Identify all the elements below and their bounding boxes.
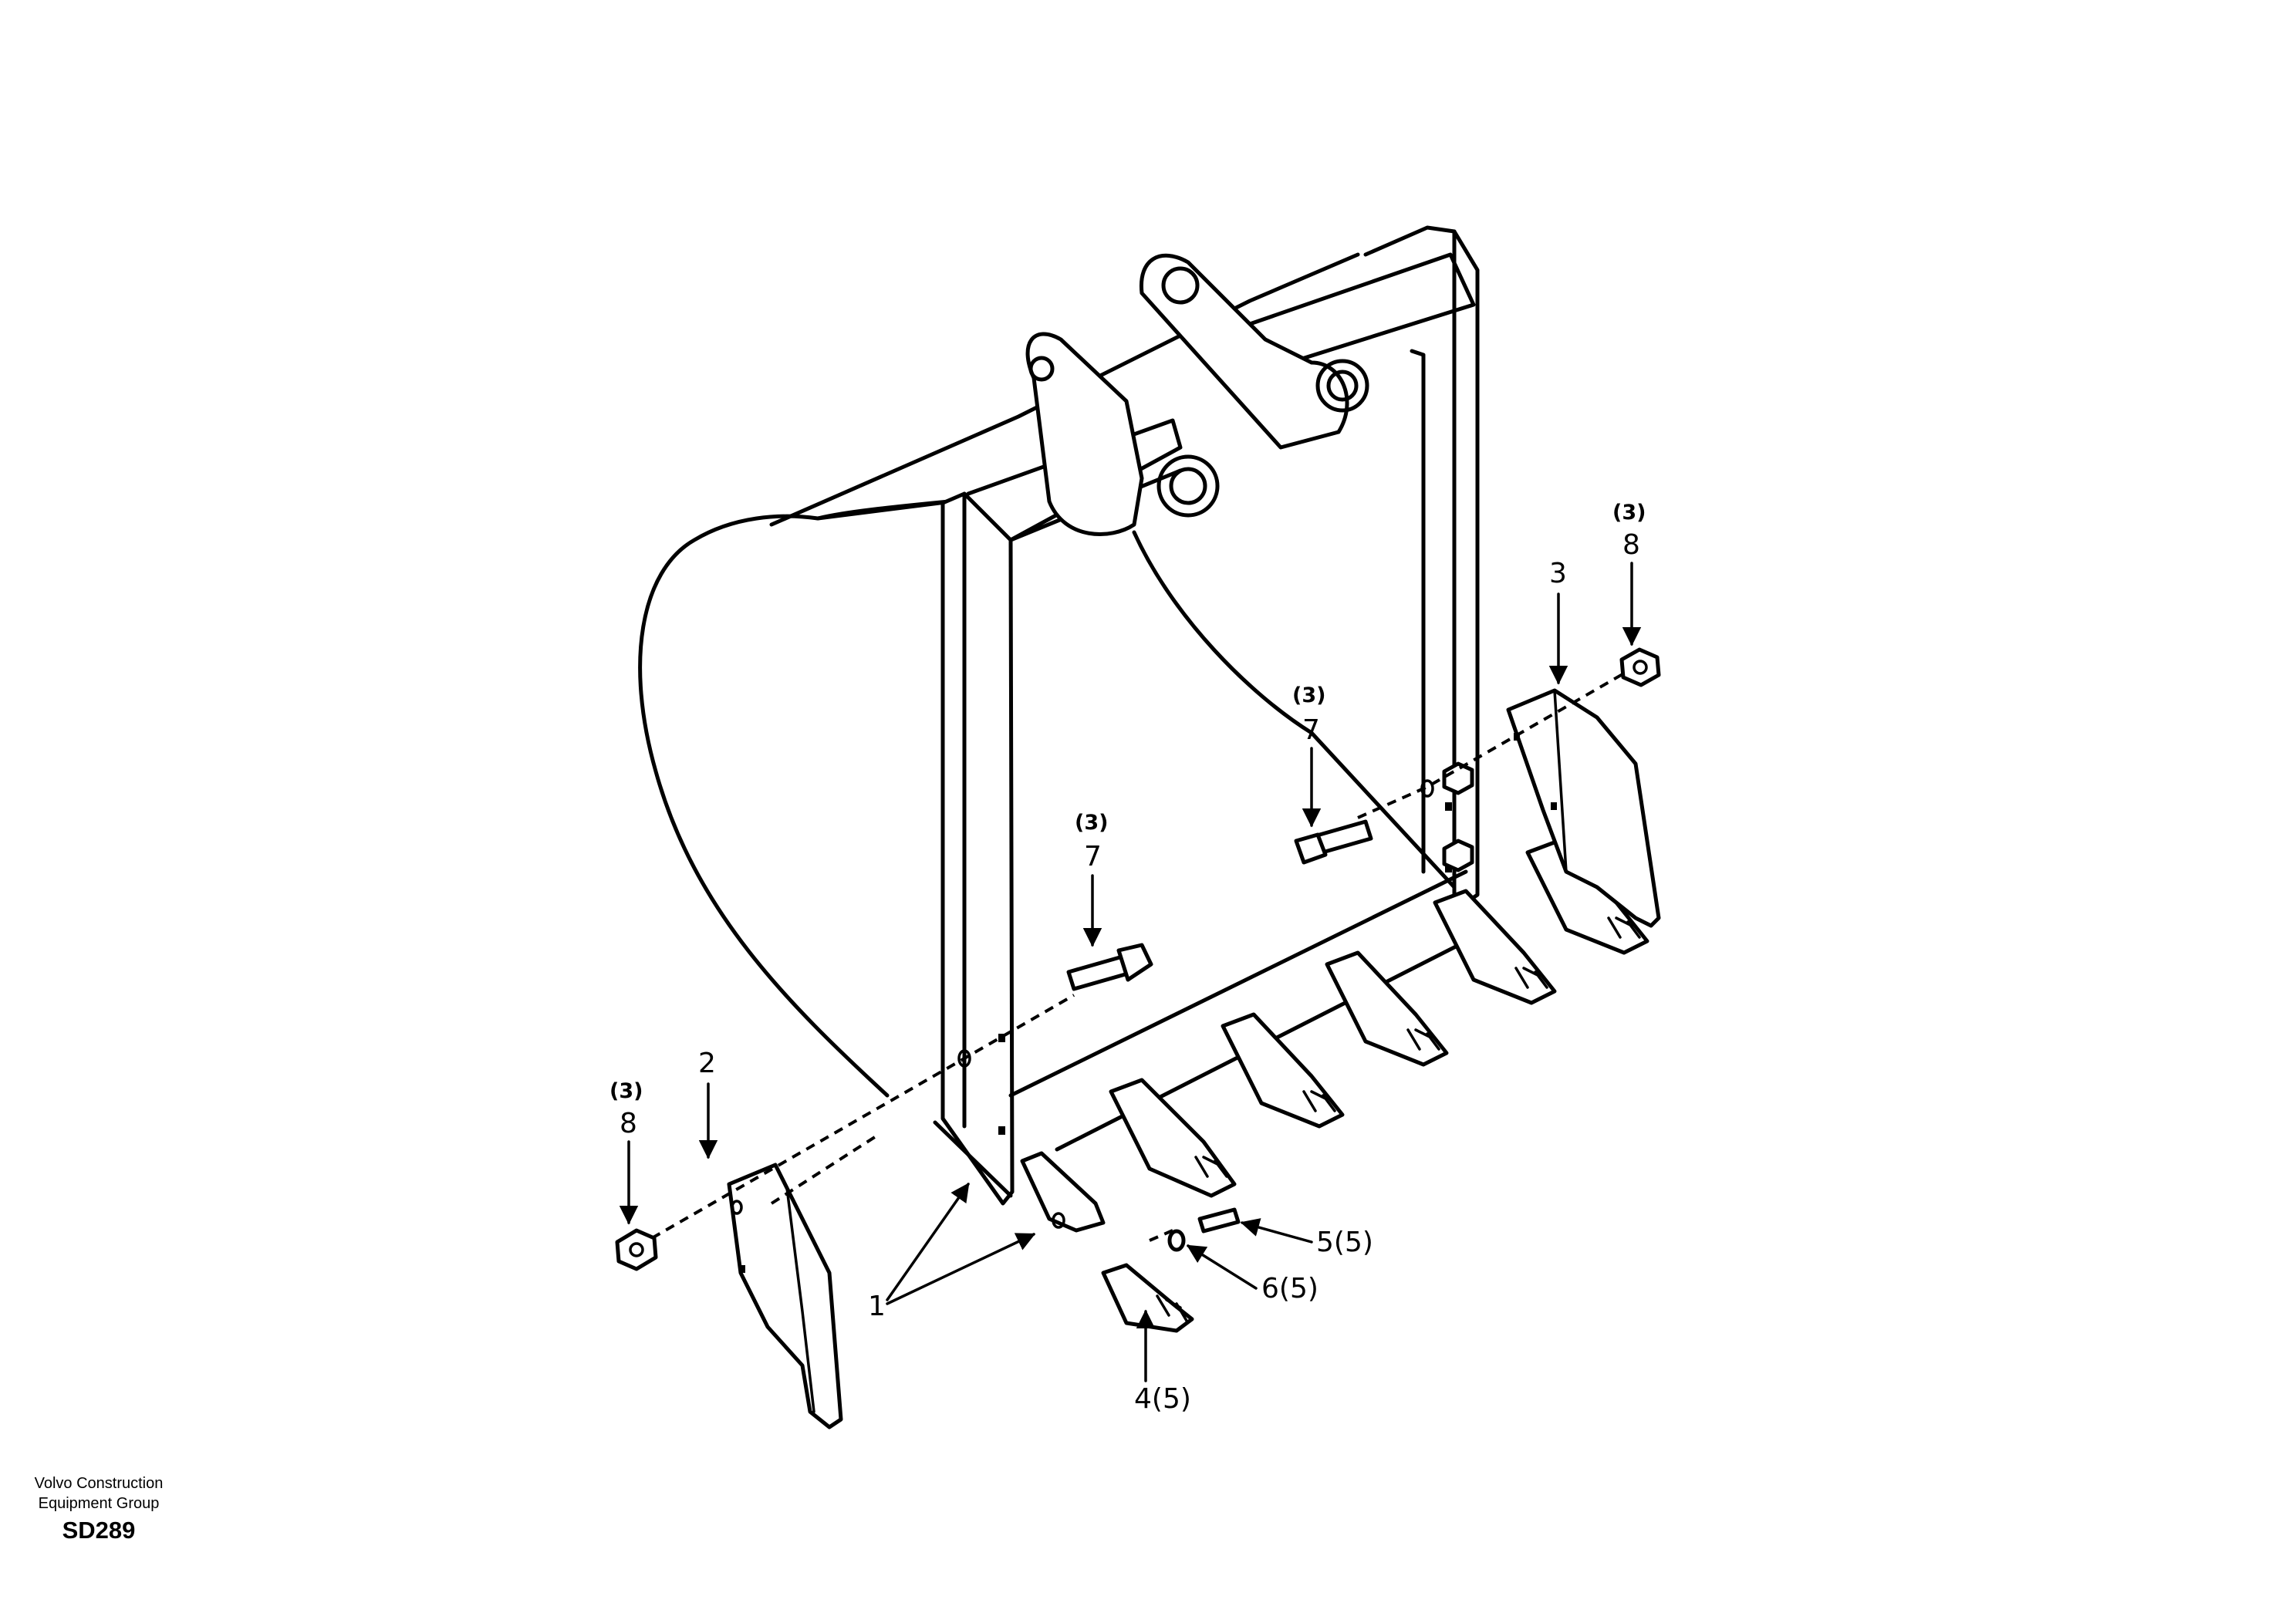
callout-5: 5(5) [1316, 1227, 1373, 1258]
callout-8b-qty: (3) [1612, 501, 1646, 525]
side-cutter-right [1506, 688, 1661, 928]
hardware-parts [615, 647, 1661, 1333]
callout-4: 4(5) [1134, 1383, 1191, 1415]
company-line2: Equipment Group [38, 1495, 160, 1512]
tooth-adapters [1020, 839, 1649, 1233]
callout-8b: 8 [1622, 529, 1640, 561]
callout-2: 2 [698, 1048, 716, 1079]
callout-3: 3 [1549, 558, 1567, 589]
callout-6: 6(5) [1261, 1273, 1319, 1304]
assembly-lines [651, 670, 1629, 1242]
callout-1: 1 [868, 1291, 886, 1322]
callout-7b: 7 [1302, 714, 1320, 746]
side-cutter-left [727, 1163, 843, 1429]
company-line1: Volvo Construction [34, 1475, 164, 1492]
callout-7b-qty: (3) [1292, 683, 1325, 707]
callout-7a-qty: (3) [1075, 811, 1108, 835]
callout-8a-qty: (3) [609, 1079, 643, 1103]
company-name: Volvo Construction Equipment Group [14, 1473, 184, 1514]
bucket-body [638, 225, 1499, 1206]
callout-8a: 8 [620, 1108, 637, 1139]
callouts: 1 2 3 4(5) 5(5) 6(5) (3) 7 (3) 7 (3) 8 (… [609, 501, 1646, 1415]
drawing-code: SD289 [62, 1517, 136, 1544]
callout-7a: 7 [1084, 841, 1102, 872]
